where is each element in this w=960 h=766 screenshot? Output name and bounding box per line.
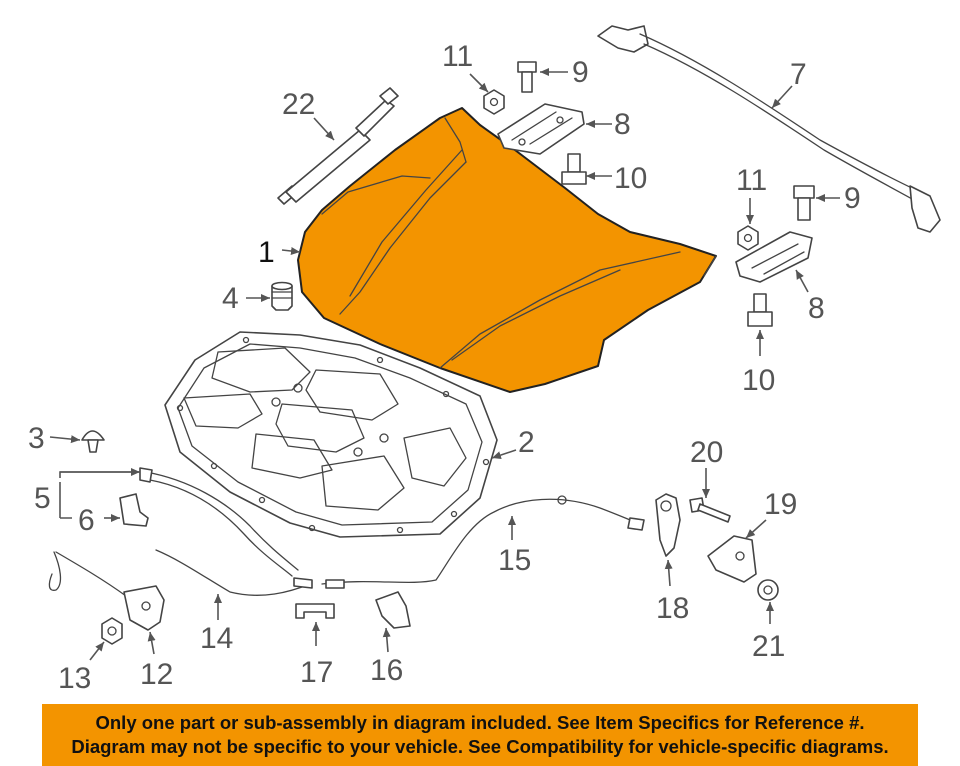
callout-6: 6 xyxy=(78,504,95,537)
hood-bumper xyxy=(271,281,293,311)
notice-line-2: Diagram may not be specific to your vehi… xyxy=(71,736,889,757)
notice-line-1: Only one part or sub-assembly in diagram… xyxy=(95,712,865,733)
release-cable-14 xyxy=(155,549,313,596)
callout-12: 12 xyxy=(140,658,173,691)
hood-insulator-pad xyxy=(164,331,498,538)
callout-8-upper: 8 xyxy=(614,108,631,141)
callout-10-lower: 10 xyxy=(742,364,775,397)
hood-striker xyxy=(655,493,681,557)
callout-14: 14 xyxy=(200,622,233,655)
callout-2: 2 xyxy=(518,426,535,459)
callout-7: 7 xyxy=(790,58,807,91)
callout-16: 16 xyxy=(370,654,403,687)
callout-1: 1 xyxy=(258,236,275,269)
callout-17: 17 xyxy=(300,656,333,689)
bolt-lower-10 xyxy=(747,293,773,327)
nut-21 xyxy=(757,579,779,601)
callout-11-upper: 11 xyxy=(442,40,473,73)
hood-panel xyxy=(297,107,717,393)
callout-leaders xyxy=(49,68,840,661)
hood-lift-support xyxy=(277,87,399,205)
bolt-upper-9 xyxy=(517,61,537,93)
callout-5: 5 xyxy=(34,482,51,515)
callout-11-lower: 11 xyxy=(736,164,767,197)
callout-13: 13 xyxy=(58,662,91,695)
release-cable-15 xyxy=(321,495,645,589)
hood-latch xyxy=(48,551,165,631)
callout-15: 15 xyxy=(498,544,531,577)
clip-17 xyxy=(295,603,335,619)
callout-22: 22 xyxy=(282,88,315,121)
notice-banner: Only one part or sub-assembly in diagram… xyxy=(42,704,918,766)
retainer-clip xyxy=(81,430,105,453)
bracket-16 xyxy=(375,591,411,629)
nut-13 xyxy=(101,617,123,645)
bracket-19 xyxy=(707,535,757,583)
hood-hinge-left xyxy=(497,103,585,155)
callout-4: 4 xyxy=(222,282,239,315)
callout-9-lower: 9 xyxy=(844,182,861,215)
nut-lower-11 xyxy=(737,225,759,251)
callout-3: 3 xyxy=(28,422,45,455)
release-lever-6 xyxy=(119,493,149,527)
bolt-20 xyxy=(689,497,731,523)
bolt-lower-9 xyxy=(793,185,815,221)
callout-10-upper: 10 xyxy=(614,162,647,195)
release-cable-front xyxy=(139,467,299,577)
parts-diagram: 1 2 3 4 5 6 7 8 8 9 9 10 10 11 11 12 13 … xyxy=(28,25,941,695)
hood-weatherstrip xyxy=(597,25,941,233)
callout-labels: 1 2 3 4 5 6 7 8 8 9 9 10 10 11 11 12 13 … xyxy=(28,40,861,695)
bolt-upper-10 xyxy=(561,153,587,185)
callout-20: 20 xyxy=(690,436,723,469)
callout-18: 18 xyxy=(656,592,689,625)
nut-upper-11 xyxy=(483,89,505,115)
callout-19: 19 xyxy=(764,488,797,521)
callout-8-lower: 8 xyxy=(808,292,825,325)
hood-hinge-right xyxy=(735,231,813,283)
callout-21: 21 xyxy=(752,630,785,663)
callout-9-upper: 9 xyxy=(572,56,589,89)
